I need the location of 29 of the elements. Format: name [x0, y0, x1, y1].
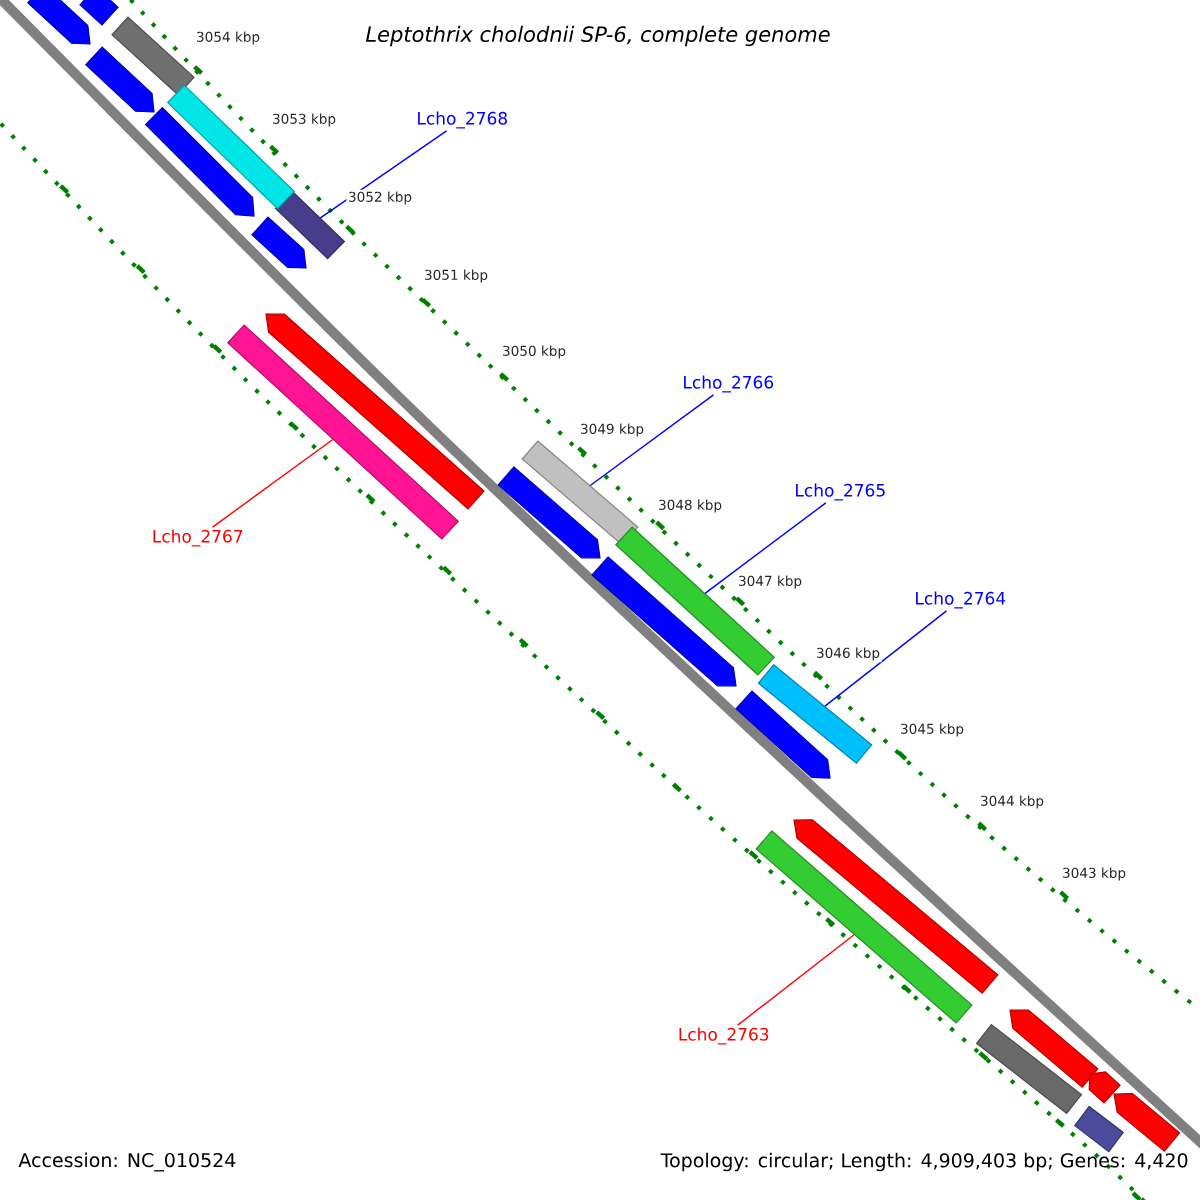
gene-bar [497, 466, 601, 559]
gene-bar [79, 0, 119, 26]
gene-label: Lcho_2766 [684, 375, 774, 393]
gene-bar [1113, 1093, 1181, 1153]
accession-text: Accession: NC_010524 [18, 1152, 236, 1172]
gene-bar [793, 819, 999, 995]
gene-bar [591, 556, 737, 687]
gene-label: Lcho_2765 [796, 483, 885, 501]
gene-bar [265, 313, 485, 510]
gene-bar [111, 16, 195, 96]
gene-label: Lcho_2767 [153, 529, 243, 547]
leader-line [737, 934, 855, 1026]
gene-bar [1074, 1105, 1125, 1153]
gene-label: Lcho_2763 [679, 1027, 769, 1045]
title: Leptothrix cholodnii SP-6, complete genome [365, 25, 830, 47]
genome-info-text: Topology: circular; Length: 4,909,403 bp; Genes: 4,420 [660, 1152, 1188, 1172]
leader-line [704, 502, 827, 595]
gene-label: Lcho_2768 [418, 111, 507, 129]
gene-bar [521, 440, 639, 546]
gene-bar [1088, 1071, 1121, 1104]
gene-bar [755, 830, 973, 1024]
leader-line [319, 130, 448, 219]
leader-line [589, 394, 715, 487]
gene-label: Lcho_2764 [916, 591, 1006, 609]
gene-bar [735, 690, 831, 779]
leader-line [824, 610, 948, 707]
gene-bar [251, 216, 307, 269]
leader-line [211, 438, 334, 528]
gene-bar [1009, 1009, 1099, 1089]
